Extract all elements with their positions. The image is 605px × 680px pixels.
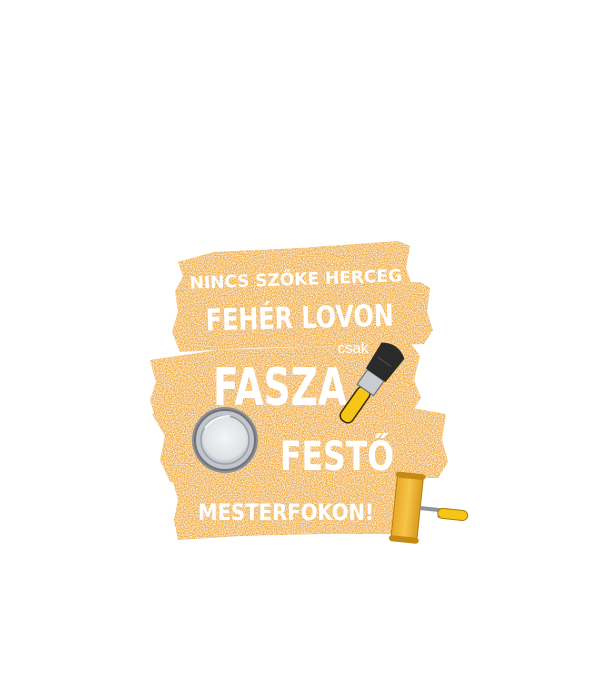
paint-can-icon bbox=[192, 407, 258, 473]
headline-line-3: csak bbox=[338, 340, 369, 357]
headline-line-4: FASZA bbox=[213, 358, 347, 418]
headline-line-5: FESTŐ bbox=[280, 431, 394, 480]
headline-line-6: MESTERFOKON! bbox=[198, 501, 374, 526]
headline-line-2: FEHÉR LOVON bbox=[205, 298, 394, 339]
paint-brush-icon bbox=[339, 342, 405, 424]
paint-roller-icon bbox=[388, 471, 469, 544]
